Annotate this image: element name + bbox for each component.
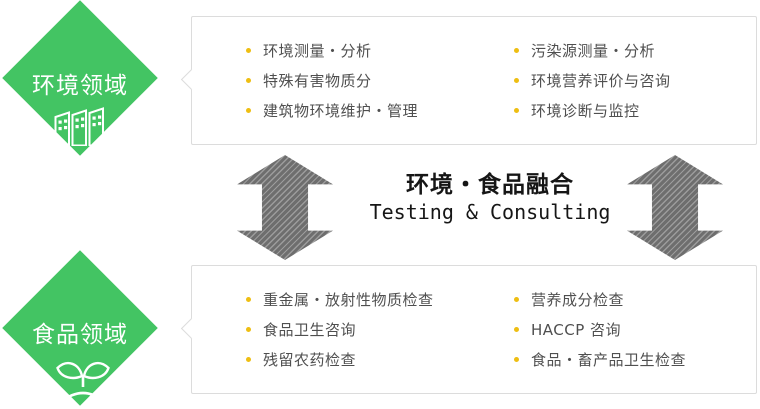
service-item: 污染源测量・分析 bbox=[514, 41, 756, 60]
service-label: 营养成分检查 bbox=[531, 290, 625, 309]
service-label: HACCP 咨询 bbox=[531, 320, 622, 339]
service-item: 食品・畜产品卫生检查 bbox=[514, 350, 756, 369]
bullet-icon bbox=[514, 356, 519, 362]
bullet-icon bbox=[514, 107, 519, 113]
center-title-block: 环境・食品融合 Testing & Consulting bbox=[338, 172, 642, 225]
bullet-icon bbox=[514, 326, 519, 332]
food-services-box: 重金属・放射性物质检查 食品卫生咨询 残留农药检查 营养成分检查 bbox=[180, 265, 757, 394]
service-item: 特殊有害物质分 bbox=[246, 71, 514, 90]
center-title: 环境・食品融合 bbox=[406, 172, 574, 198]
bullet-icon bbox=[246, 47, 251, 53]
service-label: 建筑物环境维护・管理 bbox=[263, 101, 419, 120]
bullet-icon bbox=[514, 77, 519, 83]
service-item: 环境诊断与监控 bbox=[514, 101, 756, 120]
env-services-left-column: 环境测量・分析 特殊有害物质分 建筑物环境维护・管理 bbox=[246, 41, 514, 120]
bullet-icon bbox=[514, 296, 519, 302]
service-item: 环境测量・分析 bbox=[246, 41, 514, 60]
service-label: 环境营养评价与咨询 bbox=[531, 71, 671, 90]
env-services-right-column: 污染源测量・分析 环境营养评价与咨询 环境诊断与监控 bbox=[514, 41, 756, 120]
bullet-icon bbox=[246, 107, 251, 113]
service-label: 污染源测量・分析 bbox=[531, 41, 656, 60]
food-diamond-label: 食品领域 bbox=[32, 322, 128, 348]
service-label: 残留农药检查 bbox=[263, 350, 357, 369]
service-label: 环境诊断与监控 bbox=[531, 101, 640, 120]
service-item: 食品卫生咨询 bbox=[246, 320, 514, 339]
service-item: 环境营养评价与咨询 bbox=[514, 71, 756, 90]
bullet-icon bbox=[246, 77, 251, 83]
service-item: HACCP 咨询 bbox=[514, 320, 756, 339]
bullet-icon bbox=[246, 356, 251, 362]
bullet-icon bbox=[246, 296, 251, 302]
buildings-icon bbox=[54, 106, 106, 146]
service-label: 食品卫生咨询 bbox=[263, 320, 357, 339]
service-label: 环境测量・分析 bbox=[263, 41, 372, 60]
food-services-right-column: 营养成分检查 HACCP 咨询 食品・畜产品卫生检查 bbox=[514, 290, 756, 369]
bullet-icon bbox=[246, 326, 251, 332]
service-label: 特殊有害物质分 bbox=[263, 71, 372, 90]
center-subtitle: Testing & Consulting bbox=[369, 200, 611, 224]
food-services-left-column: 重金属・放射性物质检查 食品卫生咨询 残留农药检查 bbox=[246, 290, 514, 369]
service-item: 残留农药检查 bbox=[246, 350, 514, 369]
up-down-arrow-left bbox=[237, 155, 333, 260]
sprout-icon bbox=[52, 353, 114, 403]
bullet-icon bbox=[514, 47, 519, 53]
service-item: 建筑物环境维护・管理 bbox=[246, 101, 514, 120]
service-label: 食品・畜产品卫生检查 bbox=[531, 350, 687, 369]
service-item: 重金属・放射性物质检查 bbox=[246, 290, 514, 309]
service-item: 营养成分检查 bbox=[514, 290, 756, 309]
env-services-box: 环境测量・分析 特殊有害物质分 建筑物环境维护・管理 污染源测量・分析 bbox=[180, 16, 757, 145]
service-label: 重金属・放射性物质检查 bbox=[263, 290, 434, 309]
env-diamond-label: 环境领域 bbox=[32, 73, 128, 99]
